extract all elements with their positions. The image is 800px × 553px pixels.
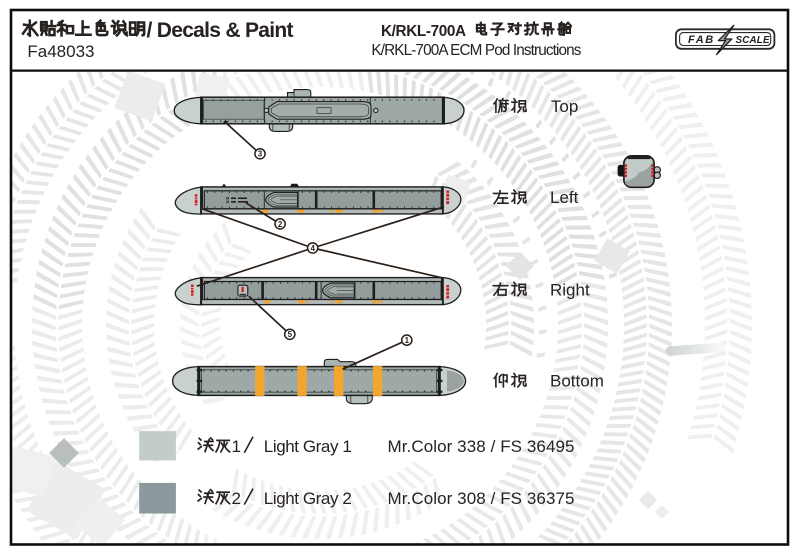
svg-text:Light Gray 2: Light Gray 2 [264, 489, 352, 508]
svg-text:2: 2 [278, 220, 283, 229]
svg-text:3: 3 [258, 150, 263, 159]
svg-text:1: 1 [405, 336, 410, 345]
svg-text:Mr.Color 308 / FS 36375: Mr.Color 308 / FS 36375 [388, 489, 575, 508]
svg-text:2: 2 [232, 489, 241, 508]
svg-text:K/RKL-700A ECM Pod Instruction: K/RKL-700A ECM Pod Instructions [371, 42, 581, 59]
svg-text:SCALE: SCALE [736, 35, 770, 46]
svg-text:/ Decals & Paint: / Decals & Paint [147, 19, 294, 42]
svg-text:Light Gray 1: Light Gray 1 [264, 437, 352, 456]
svg-text:5: 5 [288, 330, 293, 339]
svg-text:Right: Right [550, 280, 590, 299]
svg-text:K/RKL-700A: K/RKL-700A [381, 23, 466, 40]
svg-text:Bottom: Bottom [550, 371, 604, 390]
svg-text:1: 1 [232, 437, 241, 456]
svg-text:Top: Top [551, 97, 578, 116]
svg-text:Fa48033: Fa48033 [27, 42, 94, 61]
svg-text:Left: Left [550, 188, 579, 207]
svg-text:4: 4 [310, 244, 315, 253]
svg-text:Mr.Color 338 / FS 36495: Mr.Color 338 / FS 36495 [388, 437, 575, 456]
svg-text:FAB: FAB [688, 34, 715, 46]
